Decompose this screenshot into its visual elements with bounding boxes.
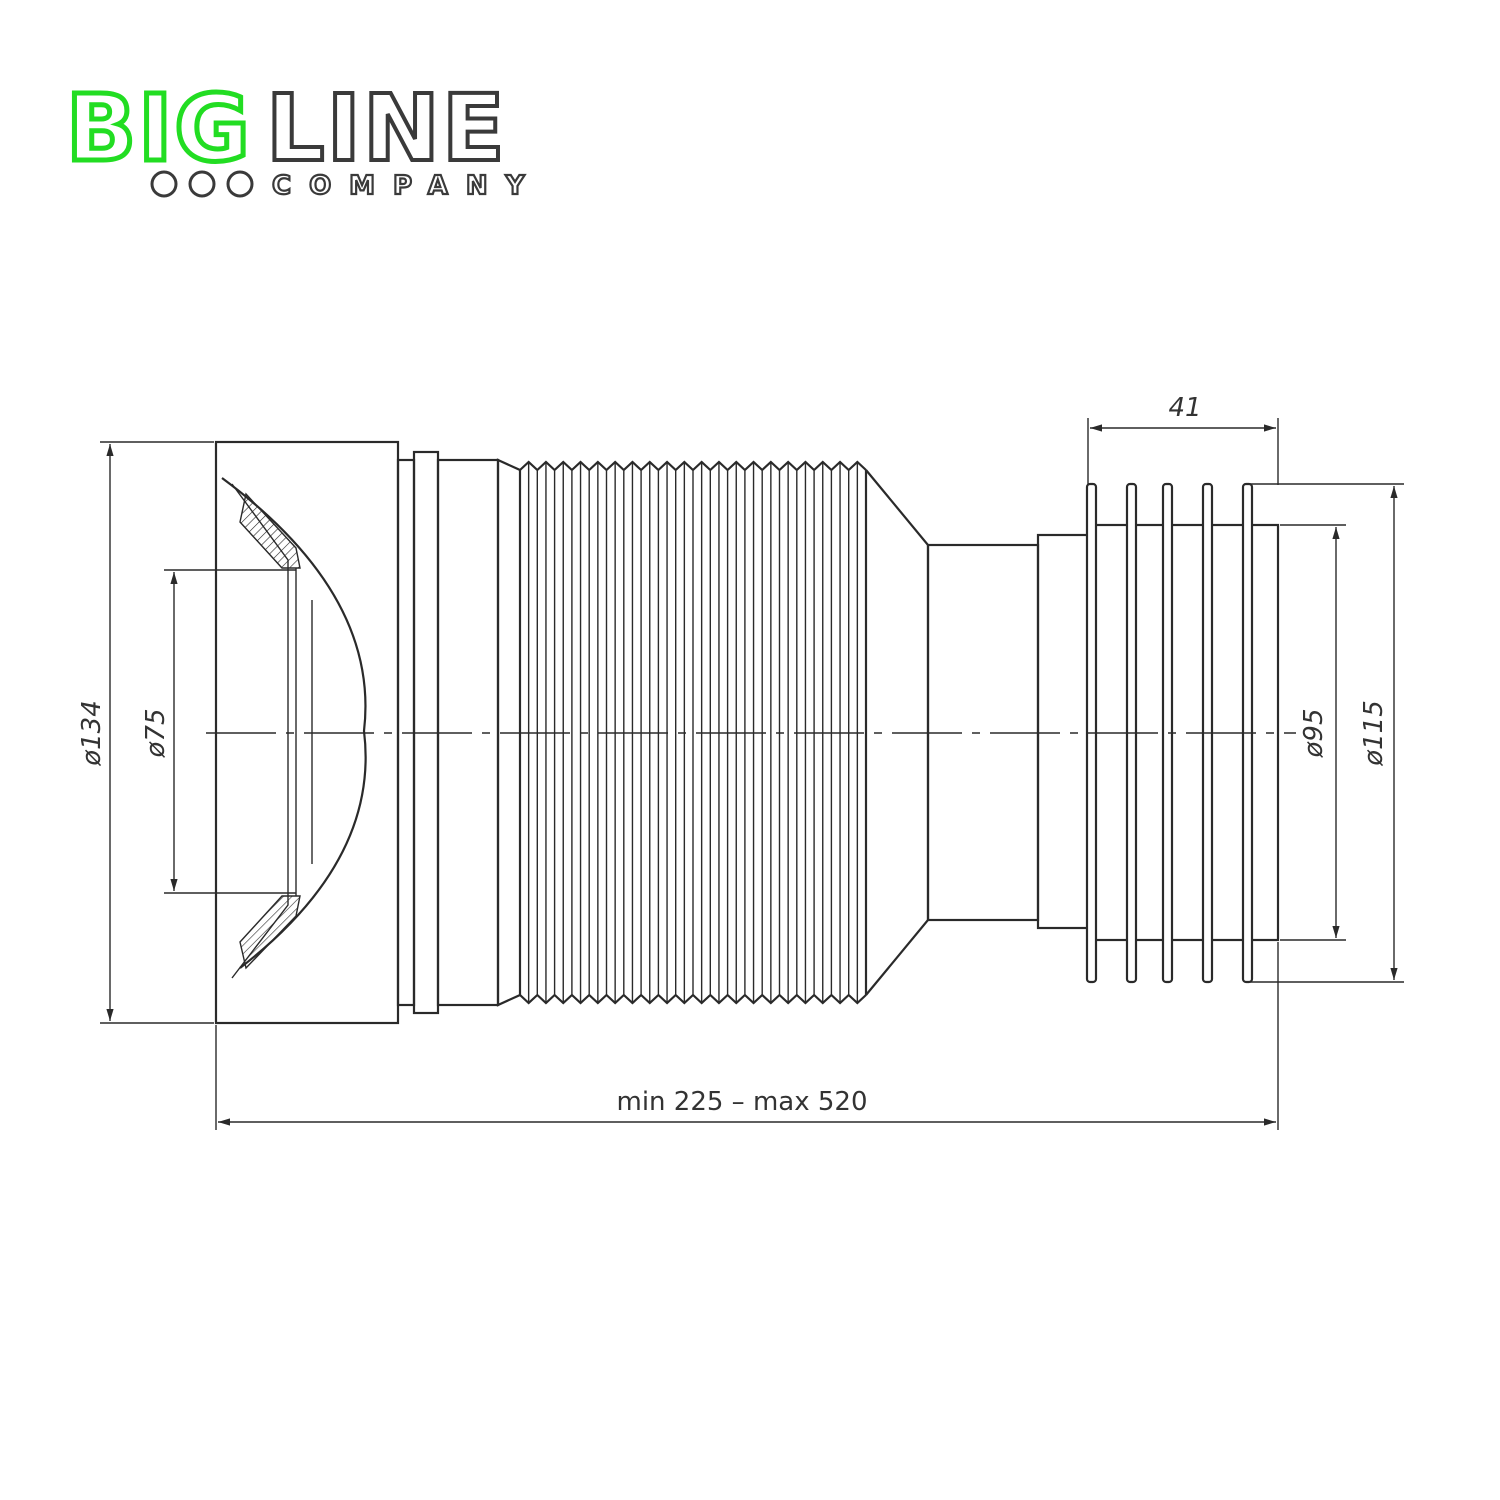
dim-outer-diameter-left: ø134 [77,700,107,767]
logo-text-big: BIG [66,75,252,182]
logo-text-line: LINE [266,75,507,182]
dim-inner-diameter-left: ø75 [141,709,171,759]
pipe-drawing [206,440,1296,1025]
dim-length: min 225 – max 520 [617,1087,868,1117]
dim-outer-diameter-right: ø115 [1359,700,1389,767]
dim-inner-diameter-right: ø95 [1299,709,1329,759]
lip-section-bottom [239,895,301,970]
logo-circles-icon [150,170,254,198]
brand-logo: BIG LINE COMPANY [64,73,542,203]
cuff-dome [221,477,367,969]
dim-flange-width: 41 [1168,393,1201,423]
logo-subtitle: COMPANY [272,171,542,201]
dimensions: 41 ø134 ø75 ø95 ø115 min 225 – max 520 [77,393,1404,1130]
lip-section-top [239,492,301,569]
